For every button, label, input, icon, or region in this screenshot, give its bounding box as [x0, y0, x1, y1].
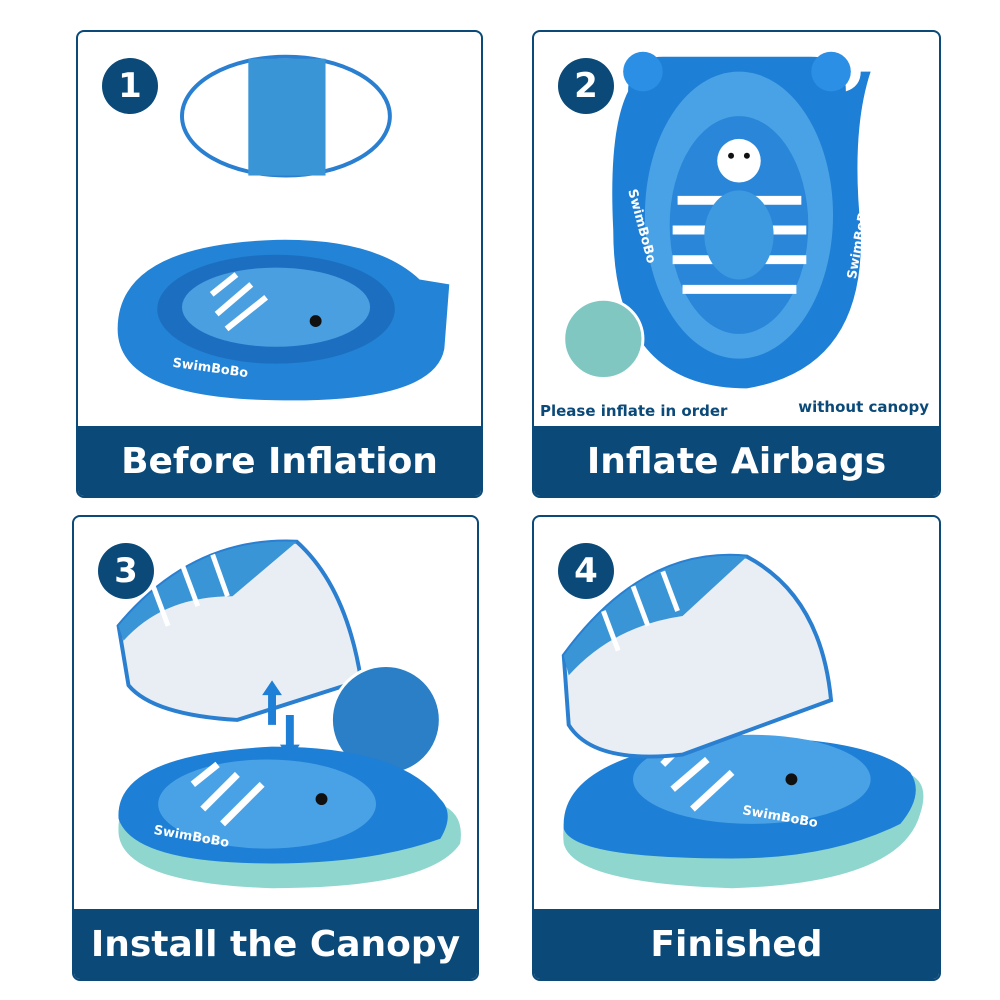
step-number-badge: 1 [102, 58, 158, 114]
step-number-badge: 3 [98, 543, 154, 599]
inflate-order-note: Please inflate in order [540, 402, 728, 420]
step-number-badge: 4 [558, 543, 614, 599]
step-1-panel: 1 SwimBoBo Before Inflation [76, 30, 483, 498]
canopy-installation-image: SwimBoBo [116, 539, 461, 889]
without-canopy-note: without canopy [798, 398, 929, 416]
step-2-panel: 2 SwimBoBo SwimBoBo Please inflate in or… [532, 30, 941, 498]
step-4-panel: 4 SwimBoBo Finished [532, 515, 941, 981]
step-3-panel: 3 SwimBoBo Install the Canopy [72, 515, 479, 981]
finished-float-image: SwimBoBo [561, 553, 924, 889]
inflated-float-image: SwimBoBo SwimBoBo [562, 51, 873, 389]
step-title: Before Inflation [78, 426, 481, 496]
step-title: Inflate Airbags [534, 426, 939, 496]
step-title: Finished [534, 909, 939, 979]
deflated-float-and-canopy-image: SwimBoBo [117, 54, 450, 401]
step-title: Install the Canopy [74, 909, 477, 979]
step-number-badge: 2 [558, 58, 614, 114]
